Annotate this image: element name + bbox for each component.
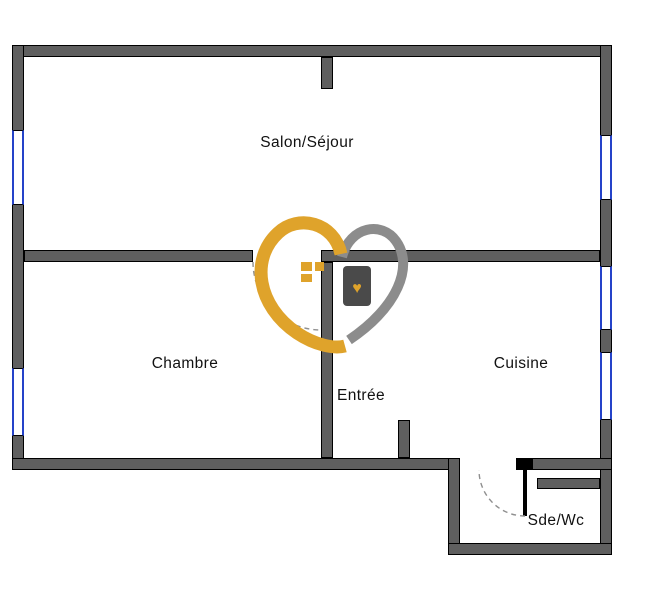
room-label-cuisine: Cuisine xyxy=(493,355,549,372)
door-leaf-sdewc xyxy=(523,470,527,516)
window-chambre-left xyxy=(12,368,24,436)
room-label-chambre: Chambre xyxy=(151,355,219,372)
window-cuisine-right-upper xyxy=(600,266,612,330)
window-cuisine-right-lower xyxy=(600,352,612,420)
wall-stub-top xyxy=(321,57,333,89)
room-label-salon: Salon/Séjour xyxy=(260,134,354,151)
window-salon-left xyxy=(12,130,24,205)
watermark-badge xyxy=(343,266,371,306)
watermark-gray-swirl xyxy=(337,224,409,345)
watermark-square-1 xyxy=(301,262,312,271)
wall-stub-entree-cuisine xyxy=(398,420,410,458)
wall-sdewc-inner xyxy=(537,478,600,489)
door-jamb-sdewc xyxy=(516,458,532,470)
wall-chambre-entree xyxy=(321,262,333,458)
watermark-heart-icon: ♥ xyxy=(352,280,362,297)
wall-extension-bottom xyxy=(448,543,612,555)
door-arc-sdewc xyxy=(478,469,526,517)
room-label-sdewc: Sde/Wc xyxy=(527,512,585,529)
window-salon-right xyxy=(600,135,612,200)
room-label-entree: Entrée xyxy=(336,387,386,404)
wall-bottom-right xyxy=(532,458,612,470)
wall-divider-left xyxy=(24,250,253,262)
door-arc-chambre xyxy=(252,261,322,331)
wall-extension-left xyxy=(448,458,460,555)
wall-top xyxy=(12,45,612,57)
wall-bottom-main xyxy=(12,458,460,470)
wall-divider-right xyxy=(321,250,600,262)
watermark-square-3 xyxy=(301,274,312,282)
